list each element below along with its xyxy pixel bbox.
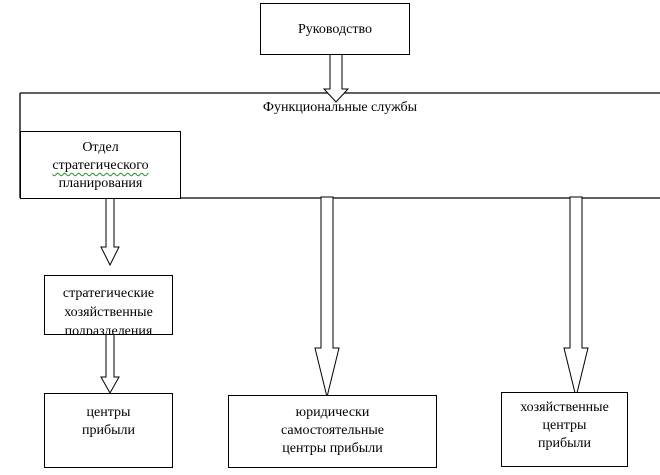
economic-profit-centers-line3: прибыли	[538, 436, 591, 451]
legal-profit-centers-box: юридически самостоятельные центры прибыл…	[228, 395, 437, 468]
strategic-units-line1: стратегические	[62, 286, 155, 301]
profit-centers-box: центры прибыли	[44, 393, 173, 468]
economic-profit-centers-box: хозяйственные центры прибыли	[501, 392, 628, 467]
strategic-planning-box: Отдел стратегического планирования	[20, 131, 181, 199]
economic-profit-centers-line2: центры	[542, 418, 587, 433]
management-label: Руководство	[298, 22, 372, 37]
profit-centers-line1: центры	[86, 405, 131, 420]
legal-profit-centers-line2: самостоятельные	[281, 423, 384, 438]
economic-profit-centers-line1: хозяйственные	[520, 400, 609, 415]
strategic-units-line3: подразделения	[64, 324, 153, 335]
arrow-down-icon	[314, 196, 340, 398]
strategic-units-box: стратегические хозяйственные подразделен…	[44, 275, 173, 335]
strategic-planning-line1: Отдел	[82, 140, 119, 155]
strategic-planning-line3: планирования	[58, 176, 143, 191]
management-box: Руководство	[260, 3, 410, 55]
strategic-planning-line2: стратегического	[52, 158, 149, 173]
arrow-down-icon	[563, 196, 589, 398]
arrow-down-icon	[322, 51, 350, 103]
functional-services-label: Функциональные службы	[262, 100, 418, 115]
legal-profit-centers-line1: юридически	[295, 405, 370, 420]
legal-profit-centers-line3: центры прибыли	[282, 441, 383, 456]
strategic-units-line2: хозяйственные	[64, 305, 153, 320]
arrow-down-icon	[100, 333, 120, 395]
profit-centers-line2: прибыли	[82, 423, 135, 438]
arrow-down-icon	[100, 197, 120, 267]
